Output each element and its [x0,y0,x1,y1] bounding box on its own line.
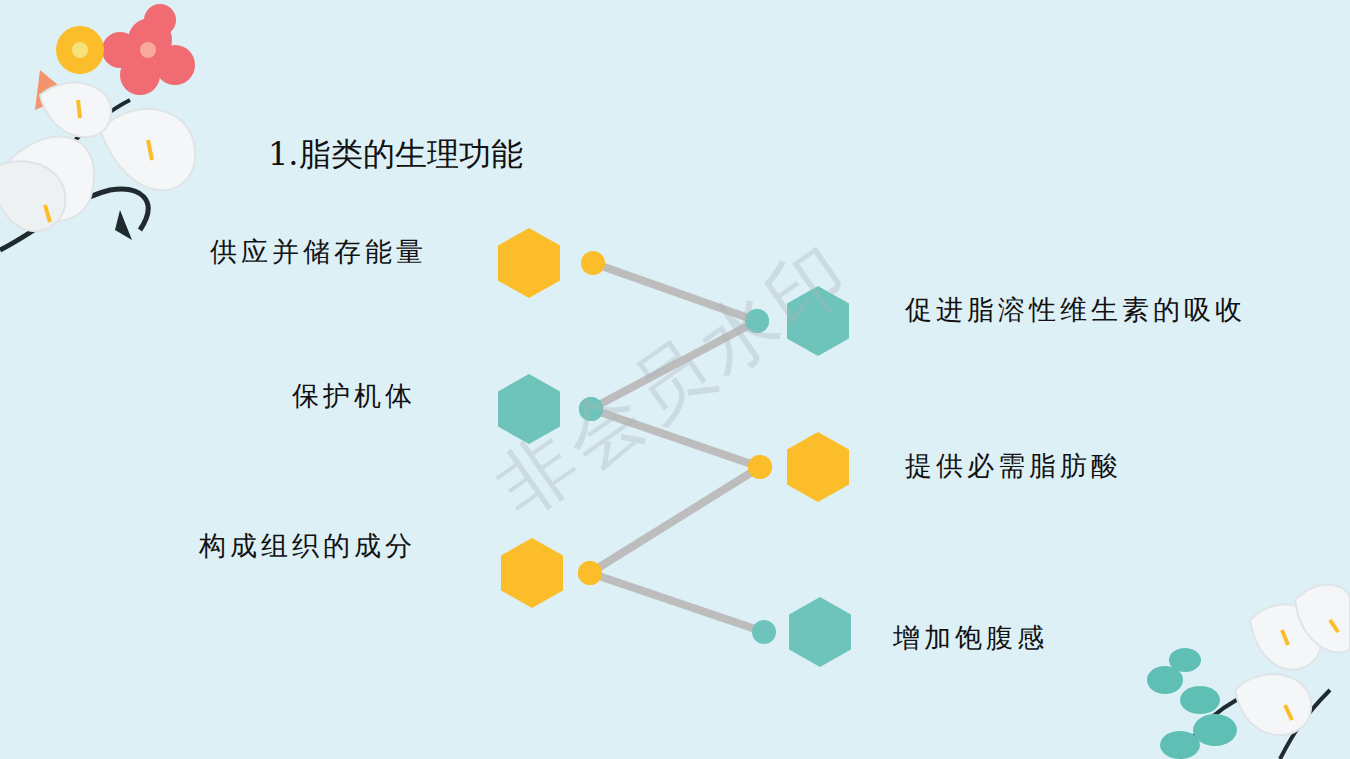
slide-title: 1.脂类的生理功能 [268,133,523,177]
function-node: 提供必需脂肪酸 [760,432,1124,502]
function-label: 保护机体 [292,379,416,413]
function-label: 提供必需脂肪酸 [905,449,1122,483]
function-label: 构成组织的成分 [199,529,416,563]
hexagon-shape [497,228,561,298]
function-label: 供应并储存能量 [210,235,427,269]
function-label: 增加饱腹感 [893,621,1048,655]
function-node: 供应并储存能量 [210,228,593,298]
connector-dot [581,251,605,275]
hexagon-shape [500,538,564,608]
hexagon-shape [788,597,852,667]
function-node: 构成组织的成分 [199,538,590,608]
hexagon-shape [786,432,850,502]
connector-dot [752,620,776,644]
connector-dot [578,561,602,585]
connector-dot [748,455,772,479]
flowers-bottom-right [1147,585,1350,759]
flowers-top-left [0,4,195,250]
connector-dot [748,455,772,479]
function-label: 促进脂溶性维生素的吸收 [905,293,1246,327]
function-node: 增加饱腹感 [764,597,1050,667]
zigzag-connector [590,573,764,632]
connector-dot [578,561,602,585]
